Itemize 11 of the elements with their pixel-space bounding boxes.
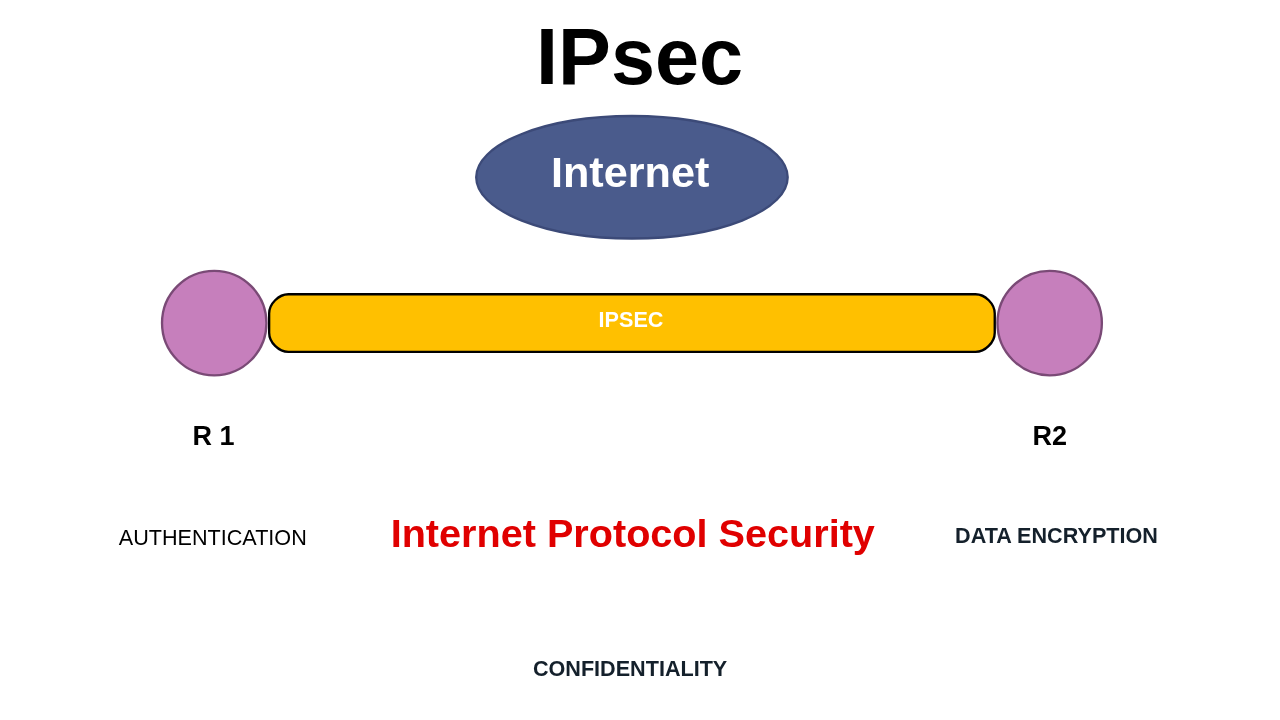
label: AUTHENTICATION xyxy=(118,524,307,550)
node-circle xyxy=(160,269,268,377)
node-box: IPSEC xyxy=(267,293,996,354)
label: CONFIDENTIALITY xyxy=(532,656,727,682)
label: DATA ENCRYPTION xyxy=(954,522,1158,548)
node-label: R2 xyxy=(1032,420,1067,451)
label: Internet Protocol Security xyxy=(390,511,875,556)
node-label: R 1 xyxy=(192,420,235,451)
node-circle xyxy=(995,269,1103,377)
diagram-title: IPsec xyxy=(535,11,743,101)
node-ellipse: Internet xyxy=(474,114,789,240)
